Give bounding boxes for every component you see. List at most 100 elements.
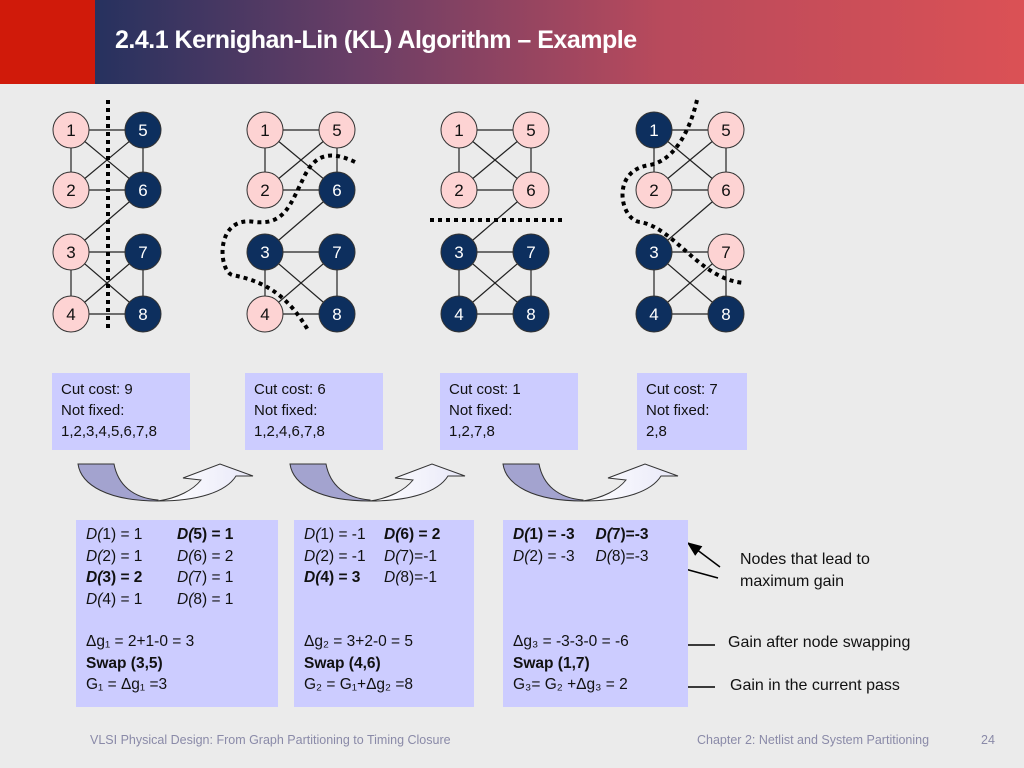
swap-pair: Swap (3,5) xyxy=(86,654,163,672)
node-circle xyxy=(52,295,90,333)
footer-book-title: VLSI Physical Design: From Graph Partiti… xyxy=(90,733,451,747)
cut-label: Cut cost: 1 xyxy=(449,381,521,398)
fixed-label: Not fixed: xyxy=(449,402,513,419)
d-value-row: D(2) = 1 D(6) = 2 xyxy=(86,546,268,568)
graph-node-4: 4 xyxy=(635,295,673,333)
graph-node-6: 6 xyxy=(124,171,162,209)
node-label: 3 xyxy=(454,243,463,262)
node-label: 1 xyxy=(454,121,463,140)
fixed-label: Not fixed: xyxy=(254,402,318,419)
d-value: D(5) = 1 xyxy=(177,526,234,543)
node-label: 4 xyxy=(454,305,463,324)
graph-node-1: 1 xyxy=(52,111,90,149)
graph-node-5: 5 xyxy=(124,111,162,149)
node-label: 4 xyxy=(66,305,75,324)
node-label: 2 xyxy=(260,181,269,200)
d-value: D(8) = 1 xyxy=(177,590,234,608)
graph-node-3: 3 xyxy=(246,233,284,271)
graph-node-1: 1 xyxy=(440,111,478,149)
graph-node-7: 7 xyxy=(512,233,550,271)
node-circle xyxy=(124,171,162,209)
d-value: D(1) = -3 xyxy=(513,526,575,543)
cumulative-gain: G₂ = G₁+Δg₂ =8 xyxy=(304,676,414,693)
graph-node-8: 8 xyxy=(318,295,356,333)
node-circle xyxy=(318,295,356,333)
d-value: D(2) = 1 xyxy=(86,547,143,565)
node-circle xyxy=(124,111,162,149)
swap-pair: Swap (4,6) xyxy=(304,654,381,672)
cut-line-4 xyxy=(620,99,746,285)
gain-delta: Δg₃ = -3-3-0 = -6 xyxy=(513,633,629,650)
graph-node-1: 1 xyxy=(635,111,673,149)
d-value: D(7)=-1 xyxy=(384,547,437,565)
pass-step-box: D(1) = 1 D(5) = 1 D(2) = 1 D(6) = 2 D(3) = 2… xyxy=(76,520,278,707)
swap-pair: Swap (1,7) xyxy=(513,654,590,672)
pass-transition-arrow xyxy=(289,463,466,502)
node-label: 4 xyxy=(649,305,658,324)
node-label: 4 xyxy=(260,305,269,324)
graph-node-7: 7 xyxy=(707,233,745,271)
node-label: 7 xyxy=(526,243,535,262)
fixed-nodes: 1,2,4,6,7,8 xyxy=(254,423,325,440)
d-value: D(1) = -1 xyxy=(304,526,366,543)
graph-node-3: 3 xyxy=(635,233,673,271)
node-circle xyxy=(318,171,356,209)
title-bar: 2.4.1 Kernighan-Lin (KL) Algorithm – Exa… xyxy=(0,0,1024,84)
node-label: 6 xyxy=(526,181,535,200)
note-max-gain: Nodes that lead to maximum gain xyxy=(740,551,870,590)
graph-node-8: 8 xyxy=(512,295,550,333)
node-label: 2 xyxy=(454,181,463,200)
node-circle xyxy=(707,111,745,149)
node-circle xyxy=(52,171,90,209)
node-circle xyxy=(124,233,162,271)
node-label: 2 xyxy=(649,181,658,200)
d-value-row: D(1) = -3 D(7)=-3 xyxy=(513,524,678,546)
footer-chapter: Chapter 2: Netlist and System Partitioni… xyxy=(697,733,930,747)
node-circle xyxy=(512,295,550,333)
d-value: D(1) = 1 xyxy=(86,526,143,543)
node-label: 2 xyxy=(66,181,75,200)
fixed-label: Not fixed: xyxy=(61,402,125,419)
node-circle xyxy=(440,233,478,271)
node-label: 1 xyxy=(260,121,269,140)
fixed-label: Not fixed: xyxy=(646,402,710,419)
d-value: D(2) = -3 xyxy=(513,547,575,565)
cumulative-gain: G₁ = Δg₁ =3 xyxy=(86,676,168,693)
d-value: D(6) = 2 xyxy=(177,547,234,565)
graph-node-6: 6 xyxy=(512,171,550,209)
slide-title: 2.4.1 Kernighan-Lin (KL) Algorithm – Exa… xyxy=(115,26,637,54)
d-value: D(7)=-3 xyxy=(595,526,649,543)
node-circle xyxy=(707,295,745,333)
node-circle xyxy=(635,295,673,333)
cut-lines xyxy=(106,99,746,332)
graph-node-3: 3 xyxy=(52,233,90,271)
d-value: D(3) = 2 xyxy=(86,569,143,586)
node-circle xyxy=(512,111,550,149)
graph-node-4: 4 xyxy=(52,295,90,333)
node-label: 5 xyxy=(721,121,730,140)
note-swap-gain: Gain after node swapping xyxy=(728,634,911,651)
node-circle xyxy=(246,233,284,271)
node-circle xyxy=(318,111,356,149)
node-label: 8 xyxy=(526,305,535,324)
node-circle xyxy=(635,233,673,271)
note-pass-gain: Gain in the current pass xyxy=(730,677,900,694)
graph-node-5: 5 xyxy=(512,111,550,149)
d-value: D(8)=-1 xyxy=(384,569,437,586)
node-circle xyxy=(52,233,90,271)
graph-node-6: 6 xyxy=(707,171,745,209)
cut-line-2 xyxy=(220,153,356,332)
node-label: 1 xyxy=(66,121,75,140)
node-label: 3 xyxy=(66,243,75,262)
